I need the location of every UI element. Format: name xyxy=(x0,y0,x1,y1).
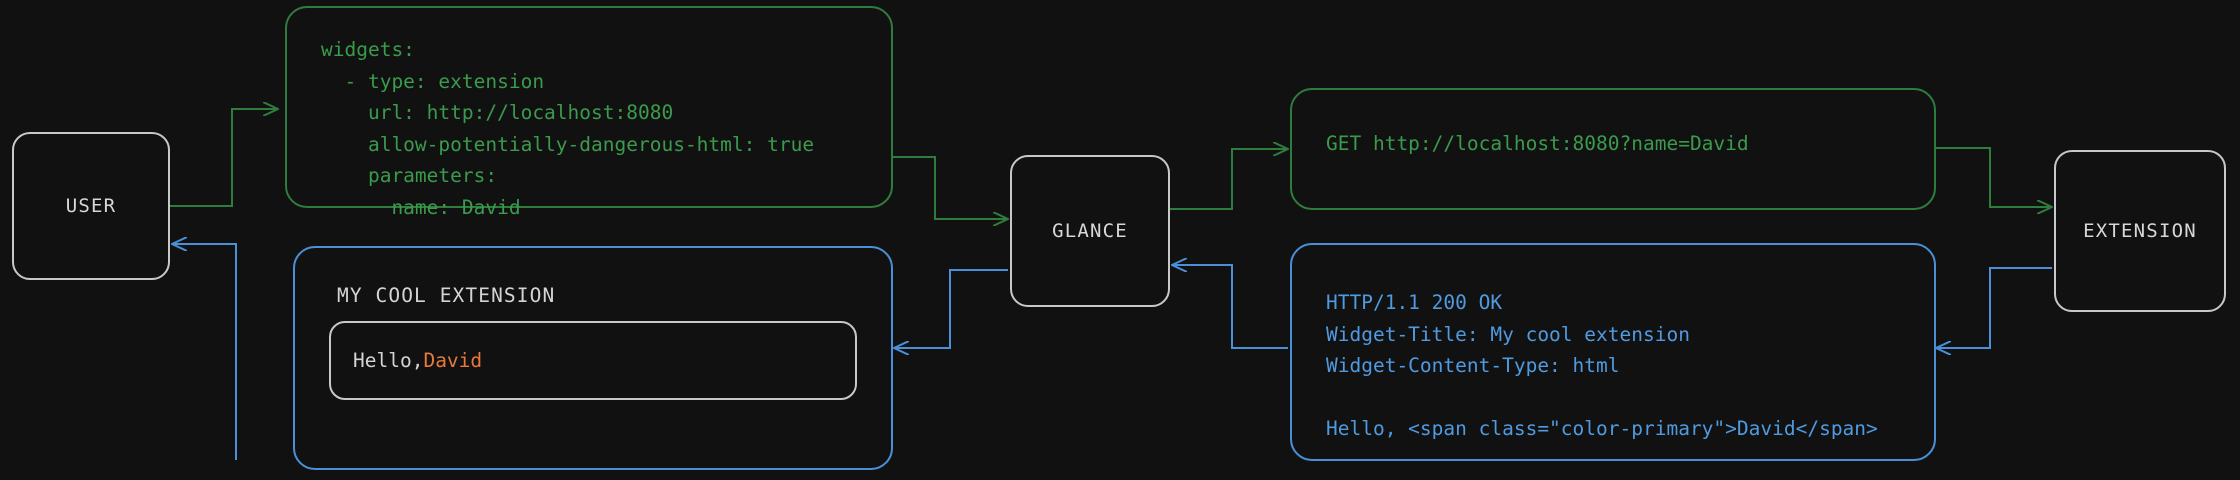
edge-glance-to-request xyxy=(1170,149,1288,210)
node-user-label: USER xyxy=(65,195,117,217)
widget-body-accent: David xyxy=(423,349,483,372)
node-glance[interactable]: GLANCE xyxy=(1010,155,1170,307)
yaml-config-text: widgets: - type: extension url: http://l… xyxy=(321,38,815,219)
edge-widget-to-user xyxy=(172,244,237,348)
edge-request-to-extension xyxy=(1936,147,2052,207)
widget-body-prefix: Hello, xyxy=(353,349,424,372)
node-extension[interactable]: EXTENSION xyxy=(2054,150,2226,312)
node-extension-label: EXTENSION xyxy=(2083,220,2197,242)
edge-glance-to-widget xyxy=(894,269,1008,348)
rendered-widget-card[interactable]: MY COOL EXTENSION Hello, David xyxy=(293,246,893,470)
edge-response-to-glance xyxy=(1172,265,1288,349)
http-request-text: GET http://localhost:8080?name=David xyxy=(1326,132,1749,155)
node-user[interactable]: USER xyxy=(12,132,170,280)
http-request-box: GET http://localhost:8080?name=David xyxy=(1290,88,1936,210)
widget-body: Hello, David xyxy=(329,321,857,400)
edge-config-to-glance xyxy=(893,156,1008,219)
widget-title: MY COOL EXTENSION xyxy=(337,284,556,307)
http-response-text: HTTP/1.1 200 OK Widget-Title: My cool ex… xyxy=(1326,291,1878,441)
http-response-box: HTTP/1.1 200 OK Widget-Title: My cool ex… xyxy=(1290,243,1936,461)
edge-user-to-config xyxy=(170,109,278,207)
yaml-config-box: widgets: - type: extension url: http://l… xyxy=(285,6,893,219)
edge-extension-to-response xyxy=(1936,267,2052,348)
node-glance-label: GLANCE xyxy=(1052,220,1128,242)
